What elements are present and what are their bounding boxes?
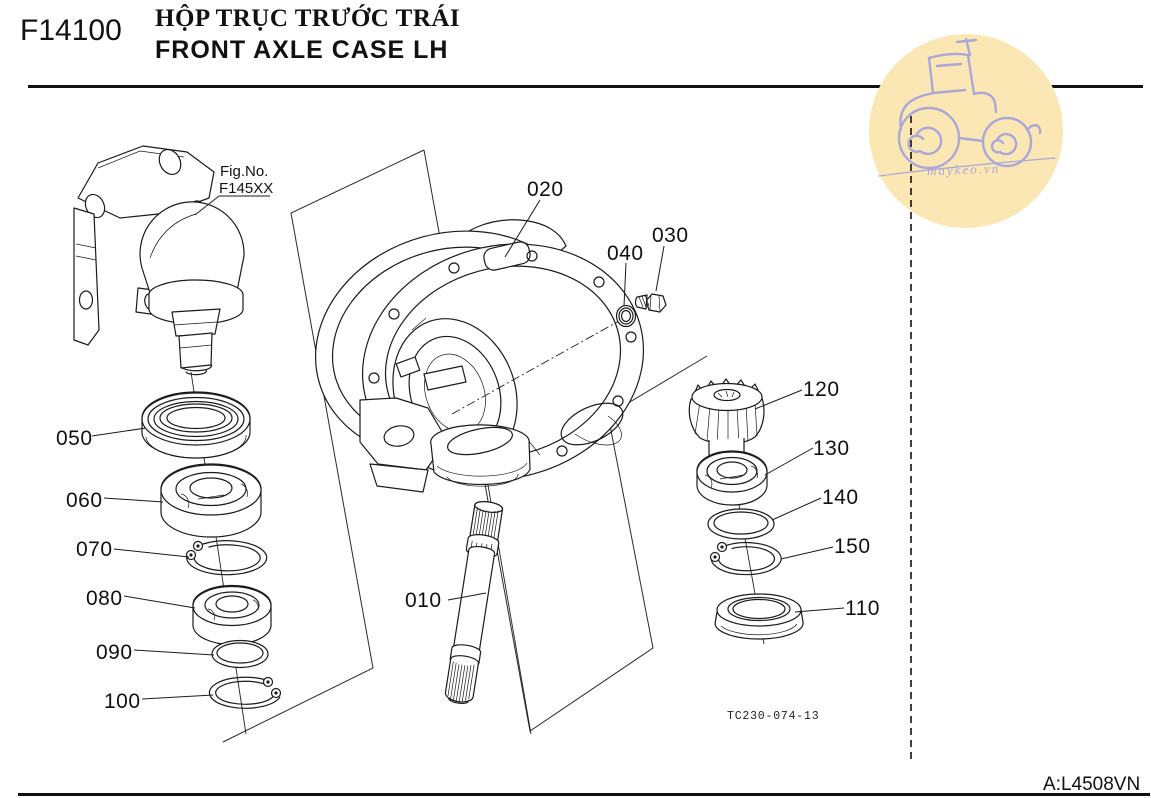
callout-110: 110 [845, 597, 880, 620]
fig-ref-label: Fig.No. [220, 163, 268, 180]
part-080-bearing [192, 584, 272, 646]
part-050-seal [141, 391, 251, 459]
part-130-bearing [696, 450, 768, 506]
part-040-washer [615, 304, 637, 328]
part-110-seal-cap [714, 593, 804, 640]
tractor-doodle-icon [878, 37, 1056, 177]
footer-divider [18, 793, 1150, 796]
spline-hatching-top [472, 507, 499, 545]
watermark-badge: maykeo.vn [869, 34, 1063, 228]
drawing-code: TC230-074-13 [727, 710, 819, 723]
callout-120: 120 [803, 378, 840, 401]
callout-010: 010 [405, 589, 442, 612]
callout-070: 070 [76, 538, 113, 561]
part-120-bevel-gear [688, 378, 765, 466]
part-140-shim-ring [707, 508, 775, 540]
header-divider [28, 85, 1143, 88]
part-150-internal-snap-ring [709, 541, 782, 576]
callout-labels: 010 020 030 040 050 060 070 080 090 100 … [56, 178, 880, 713]
figure-code: F14100 [20, 14, 122, 47]
part-070-internal-snap-ring [185, 540, 268, 576]
callout-130: 130 [813, 437, 850, 460]
page-title-english: FRONT AXLE CASE LH [155, 36, 449, 64]
gear-teeth-lines [694, 401, 758, 445]
callout-150: 150 [834, 535, 871, 558]
part-090-shim-ring [211, 639, 269, 669]
callout-020: 020 [527, 178, 564, 201]
callout-040: 040 [607, 242, 644, 265]
callout-090: 090 [96, 641, 133, 664]
part-030-plug [634, 293, 667, 313]
callout-030: 030 [652, 224, 689, 247]
callout-140: 140 [822, 486, 859, 509]
callout-100: 100 [104, 690, 141, 713]
part-support-joint-assembly [73, 145, 245, 376]
part-020-front-axle-case [314, 219, 645, 493]
spline-hatching-bottom [447, 661, 475, 702]
callout-060: 060 [66, 489, 103, 512]
callout-080: 080 [86, 587, 123, 610]
part-100-external-snap-ring [208, 676, 282, 709]
part-010-bevel-gear-shaft [444, 500, 504, 704]
leader-lines [91, 195, 845, 700]
revision-code: A:L4508VN [1043, 774, 1140, 795]
fig-ref-value: F145XX [219, 180, 273, 197]
callout-050: 050 [56, 427, 93, 450]
part-060-bearing [160, 463, 262, 538]
page-title-vietnamese: HỘP TRỤC TRƯỚC TRÁI [155, 5, 461, 32]
